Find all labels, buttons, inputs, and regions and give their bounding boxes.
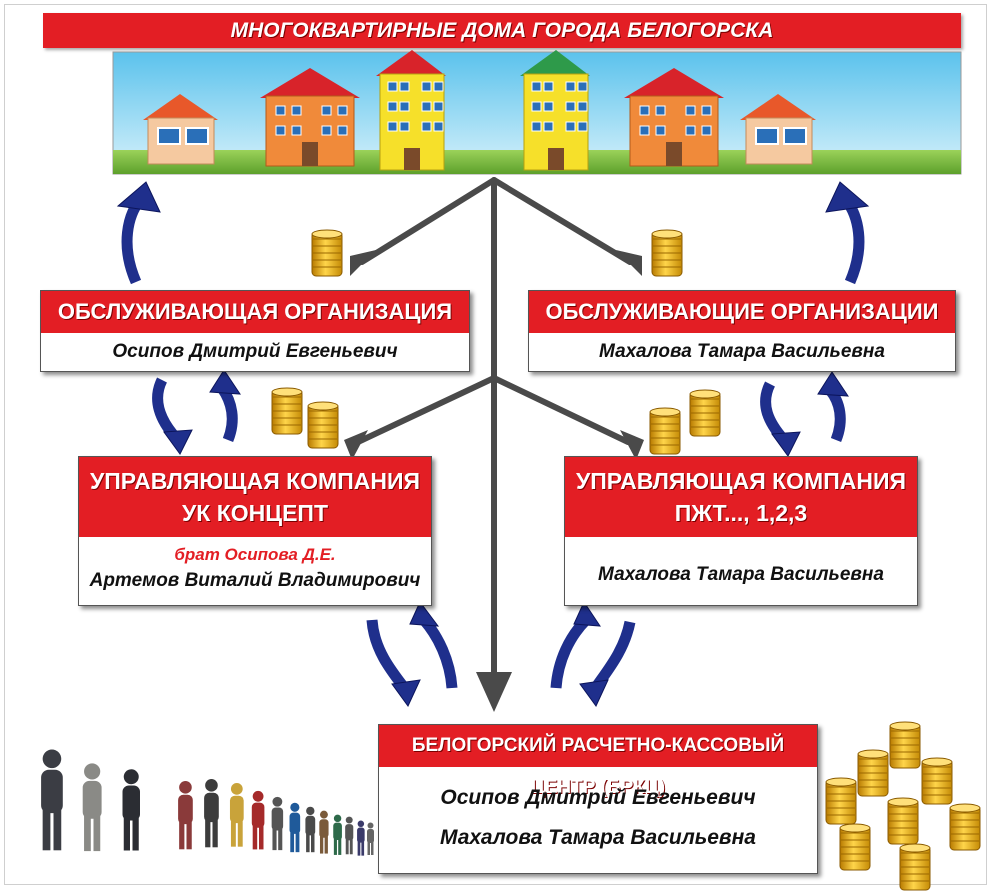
blue-arrow-lower-left-up bbox=[419, 616, 458, 689]
house-small-left bbox=[143, 94, 218, 165]
house-medium-right bbox=[624, 68, 724, 167]
blue-arrow-left-up2 bbox=[217, 384, 238, 443]
arrowhead-mgmt-left bbox=[344, 430, 368, 460]
house-tall-left bbox=[376, 50, 446, 171]
service-org-left-box: ОБСЛУЖИВАЮЩАЯ ОРГАНИЗАЦИЯ Осипов Дмитрий… bbox=[40, 290, 470, 372]
center-person-2: Махалова Тамара Васильевна bbox=[440, 826, 756, 849]
house-medium-left bbox=[260, 68, 360, 167]
center-box: БЕЛОГОРСКИЙ РАСЧЕТНО-КАССОВЫЙ ЦЕНТР (БРК… bbox=[378, 724, 818, 874]
mgmt-left-title-block: УПРАВЛЯЮЩАЯ КОМПАНИЯ УК КОНЦЕПТ bbox=[79, 457, 431, 537]
blue-arrow-left-up bbox=[121, 196, 145, 285]
houses-illustration bbox=[112, 50, 962, 175]
blue-arrow-right-up2 bbox=[825, 386, 846, 443]
service-org-left-person: Осипов Дмитрий Евгеньевич bbox=[112, 341, 398, 362]
service-org-right-box: ОБСЛУЖИВАЮЩИЕ ОРГАНИЗАЦИИ Махалова Тамар… bbox=[528, 290, 956, 372]
mgmt-right-title-line1: УПРАВЛЯЮЩАЯ КОМПАНИЯ bbox=[575, 468, 907, 494]
mgmt-left-title-line2: УК КОНЦЕПТ bbox=[182, 500, 328, 526]
arrowhead-service-left bbox=[350, 250, 376, 276]
mgmt-right-box: УПРАВЛЯЮЩАЯ КОМПАНИЯ ПЖТ..., 1,2,3 Махал… bbox=[564, 456, 918, 606]
blue-arrow-lower-right-up bbox=[550, 616, 591, 689]
coin-pile-large bbox=[825, 721, 981, 891]
house-small-right bbox=[740, 94, 816, 165]
mgmt-left-person: Артемов Виталий Владимирович bbox=[89, 570, 421, 591]
gray-flow-arrows bbox=[355, 177, 633, 683]
arrowhead-mgmt-right bbox=[620, 430, 644, 460]
blue-arrow-right-down bbox=[760, 381, 789, 444]
gray-arrowheads bbox=[344, 250, 644, 712]
blue-arrowheads bbox=[116, 181, 870, 707]
arrow-to-mgmt-right bbox=[491, 375, 631, 445]
mgmt-right-title-block: УПРАВЛЯЮЩАЯ КОМПАНИЯ ПЖТ..., 1,2,3 bbox=[565, 457, 917, 537]
blue-arrow-left-down bbox=[152, 377, 181, 442]
arrow-to-service-left bbox=[359, 177, 497, 265]
arrowhead-service-right bbox=[616, 250, 642, 276]
mgmt-left-title-line1: УПРАВЛЯЮЩАЯ КОМПАНИЯ bbox=[89, 468, 421, 494]
top-banner: МНОГОКВАРТИРНЫЕ ДОМА ГОРОДА БЕЛОГОРСКА bbox=[43, 13, 961, 48]
center-title: БЕЛОГОРСКИЙ РАСЧЕТНО-КАССОВЫЙ ЦЕНТР (БРК… bbox=[379, 725, 817, 798]
blue-arrow-lower-right-down bbox=[589, 620, 636, 694]
arrow-to-mgmt-left bbox=[355, 375, 497, 445]
mgmt-right-person: Махалова Тамара Васильевна bbox=[598, 564, 884, 585]
blue-arrow-lower-left-down bbox=[366, 619, 411, 694]
service-org-right-person: Махалова Тамара Васильевна bbox=[599, 341, 885, 362]
arrow-to-service-right bbox=[491, 177, 633, 265]
house-tall-right bbox=[520, 50, 590, 171]
mgmt-left-box: УПРАВЛЯЮЩАЯ КОМПАНИЯ УК КОНЦЕПТ брат Оси… bbox=[78, 456, 432, 606]
service-org-left-title: ОБСЛУЖИВАЮЩАЯ ОРГАНИЗАЦИЯ bbox=[41, 291, 469, 333]
blue-arrow-right-up bbox=[841, 196, 865, 285]
arrowhead-center bbox=[476, 672, 512, 712]
mgmt-left-relative-note: брат Осипова Д.Е. bbox=[174, 545, 336, 564]
service-org-right-title: ОБСЛУЖИВАЮЩИЕ ОРГАНИЗАЦИИ bbox=[529, 291, 955, 333]
people-queue-illustration bbox=[41, 749, 374, 856]
mgmt-right-title-line2: ПЖТ..., 1,2,3 bbox=[674, 500, 808, 526]
center-person-1: Осипов Дмитрий Евгеньевич bbox=[440, 786, 756, 809]
